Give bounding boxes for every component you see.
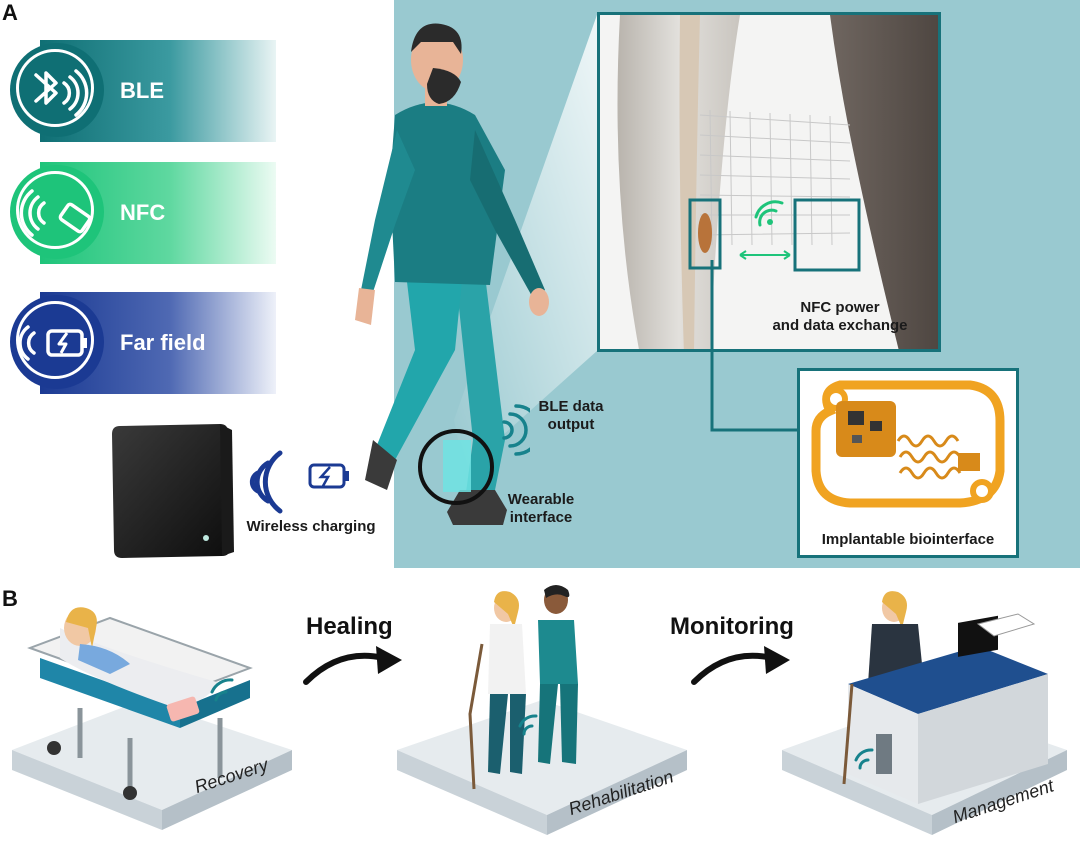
wearable-interface-caption: Wearable interface [507, 491, 575, 526]
wireless-charger-device [112, 424, 234, 558]
healing-label: Healing [306, 613, 393, 640]
implant-illustration [811, 380, 1005, 508]
implant-inset: Implantable biointerface [797, 368, 1019, 558]
implantable-biointerface-caption: Implantable biointerface [821, 531, 995, 548]
monitoring-arrow [691, 646, 790, 685]
hospital-bed-illustration [27, 607, 253, 800]
panel-label-a: A [2, 0, 18, 25]
charging-signal-icon [249, 450, 349, 514]
walking-man-illustration [355, 23, 549, 525]
healing-arrow [303, 646, 402, 685]
protocol-label: BLE [120, 78, 164, 103]
nfc-power-caption: NFC power and data exchange [772, 299, 908, 334]
inset-connector-line [710, 260, 800, 432]
protocol-banner-far-field: Far field [10, 292, 276, 394]
management-desk-illustration [842, 591, 1048, 804]
battery-charging-icon [18, 325, 87, 361]
rehabilitation-walkers-illustration [468, 585, 578, 790]
ble-data-output-caption: BLE data output [538, 398, 604, 433]
protocol-banner-ble: BLE [10, 40, 276, 142]
ble-signal-icon [502, 404, 530, 456]
mesh-grid [699, 109, 851, 246]
leg-closeup-inset: NFC power and data exchange [597, 12, 941, 352]
bluetooth-icon [34, 69, 89, 117]
protocol-label: Far field [120, 330, 206, 355]
protocol-banner-nfc: NFC [10, 162, 276, 264]
panel-label-b: B [2, 586, 18, 611]
wireless-charging-caption: Wireless charging [246, 518, 376, 535]
nfc-icon [19, 189, 92, 237]
monitoring-label: Monitoring [670, 613, 794, 640]
protocol-label: NFC [120, 200, 166, 225]
